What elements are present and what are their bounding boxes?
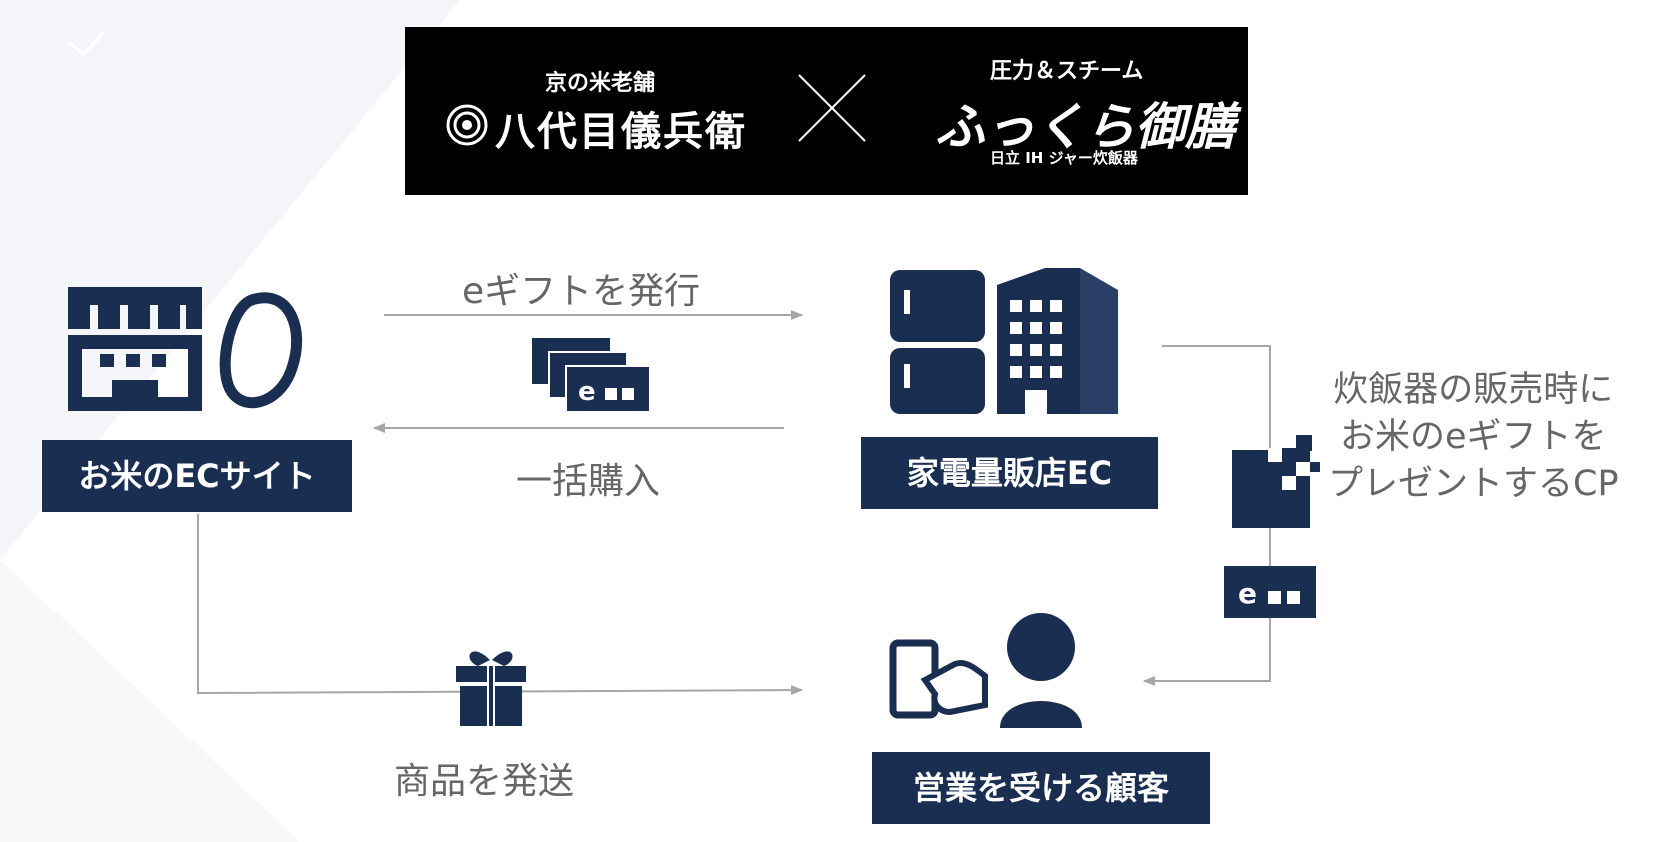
- brand1-tagline: 京の米老舗: [545, 70, 656, 96]
- issue-egift-label: eギフトを発行: [462, 271, 701, 312]
- svg-text:e: e: [578, 377, 596, 407]
- appliance-ec-label: 家電量販店EC: [861, 437, 1158, 509]
- ship-product-label: 商品を発送: [394, 761, 575, 802]
- campaign-line-1: 炊飯器の販売時に: [1333, 370, 1614, 410]
- campaign-text: 炊飯器の販売時に お米のeギフトを プレゼントするCP: [1328, 367, 1619, 508]
- arrow-ship-product: [197, 514, 803, 696]
- cross-icon: [798, 74, 866, 142]
- svg-text:e: e: [1238, 577, 1257, 610]
- customer-label: 営業を受ける顧客: [872, 752, 1210, 824]
- brand2-name: ふっくら御膳: [935, 97, 1235, 156]
- collaboration-banner: 京の米老舗 八代目儀兵衛 圧力＆スチーム ふっくら御膳 日立 IH ジャー炊飯器: [405, 27, 1248, 195]
- campaign-line-2: お米のeギフトを: [1340, 417, 1607, 457]
- bulk-purchase-label: 一括購入: [516, 461, 661, 502]
- brand2-subtitle: 日立 IH ジャー炊飯器: [990, 149, 1138, 167]
- rice-ec-label: お米のECサイト: [42, 440, 352, 512]
- campaign-line-3: プレゼントするCP: [1328, 464, 1619, 504]
- brand2-tagline: 圧力＆スチーム: [990, 59, 1144, 84]
- family-crest-icon: [446, 104, 488, 146]
- brand1-name: 八代目儀兵衛: [495, 108, 747, 155]
